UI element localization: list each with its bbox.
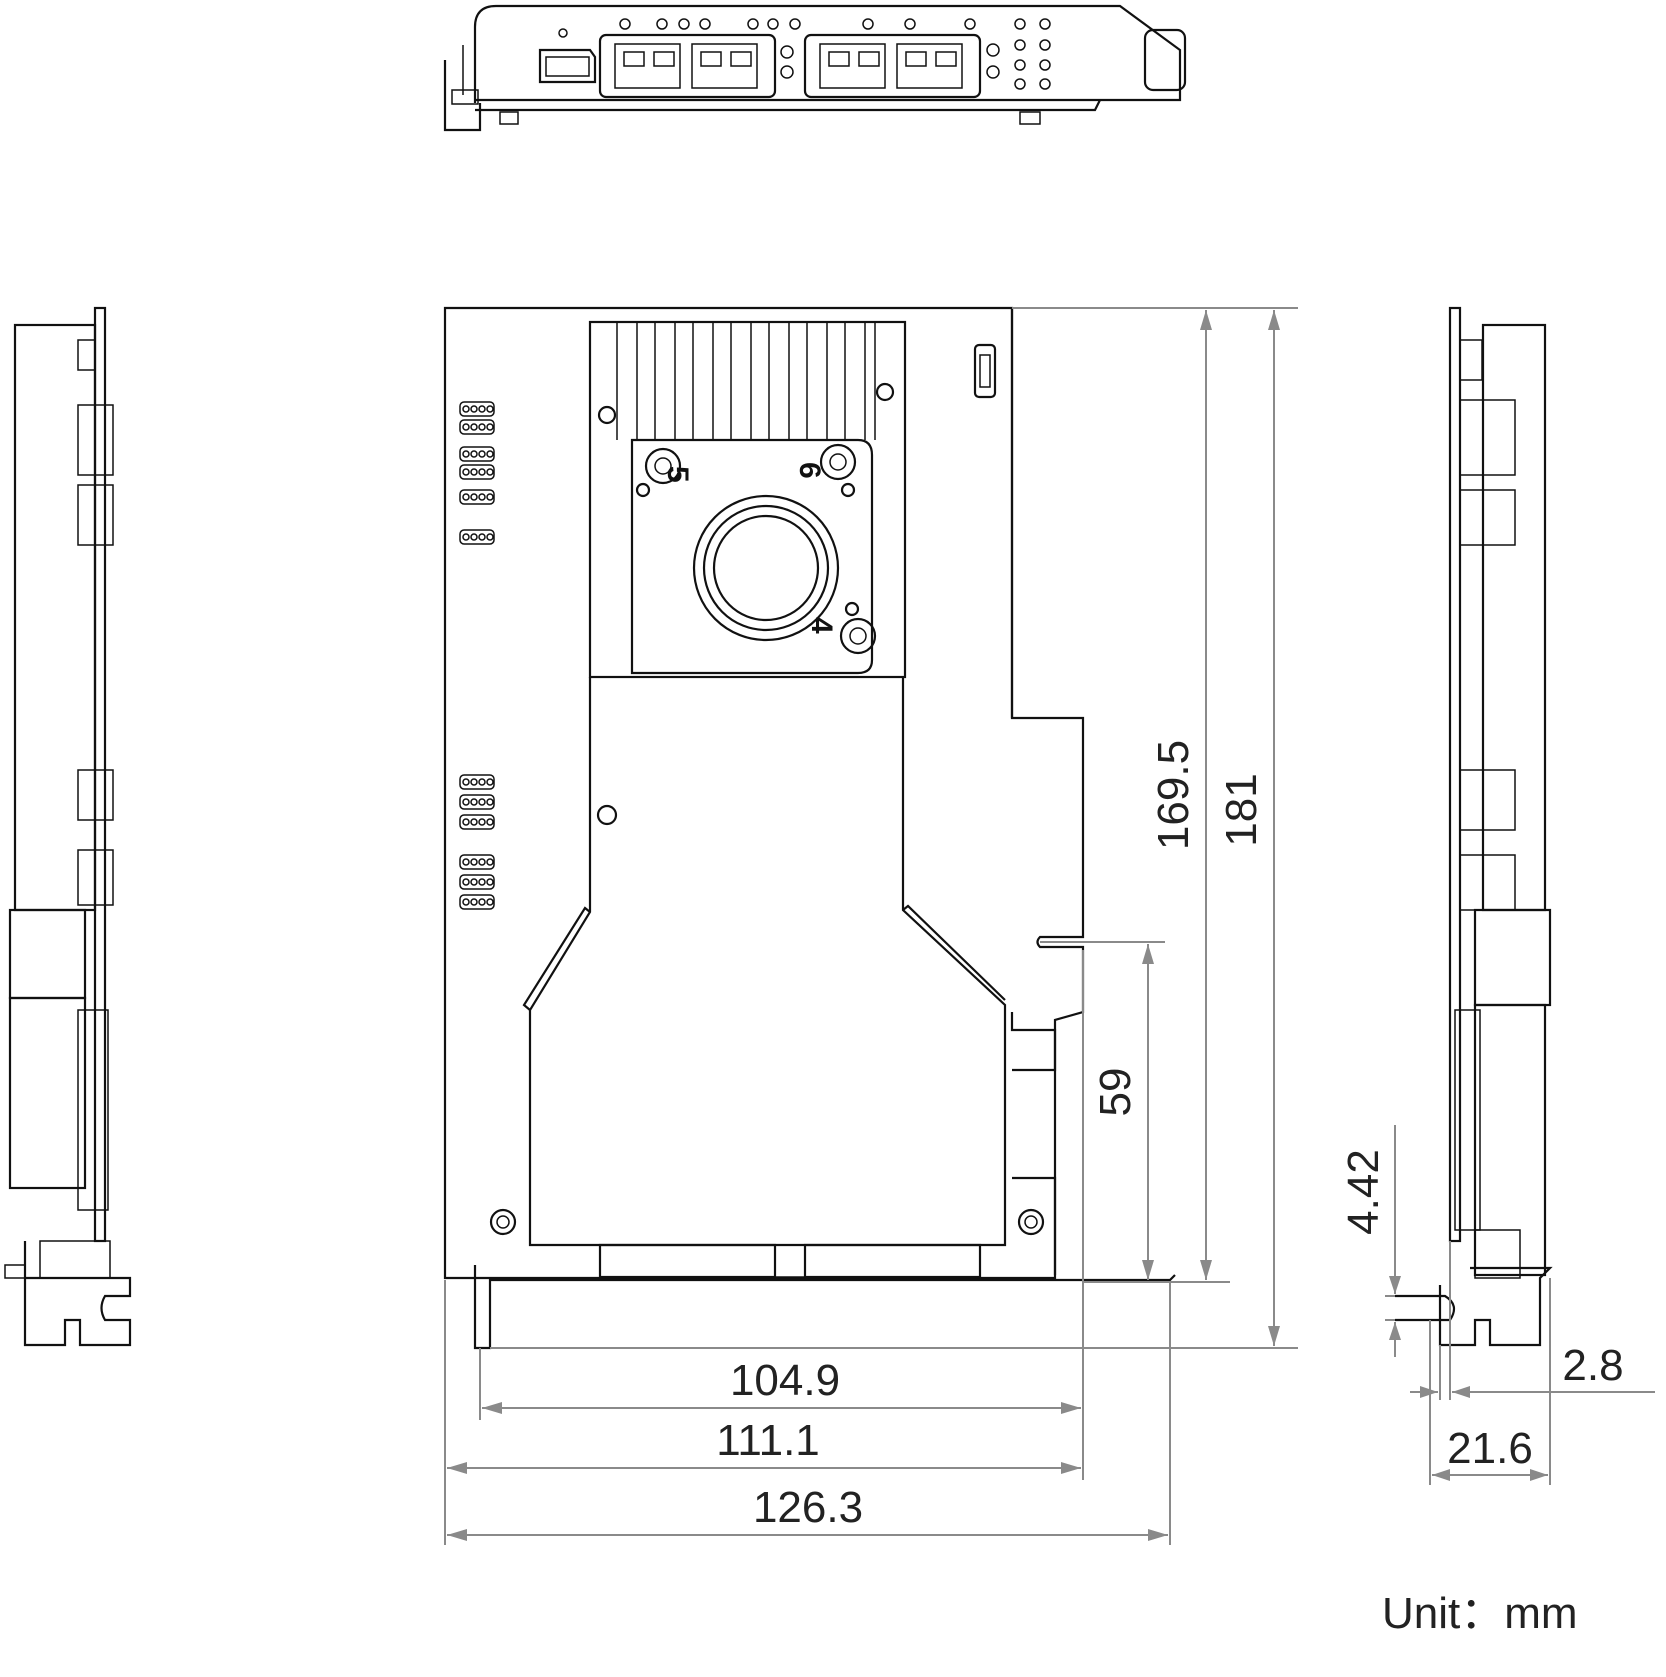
dim-label-126-3: 126.3 <box>753 1483 863 1532</box>
dim-label-181: 181 <box>1217 773 1266 846</box>
front-view-board: 5 6 4 <box>443 306 1176 1350</box>
dim-label-21-6: 21.6 <box>1447 1424 1533 1473</box>
dimension-lines <box>444 307 1655 1545</box>
dim-label-2-8: 2.8 <box>1562 1341 1623 1390</box>
top-view-bracket <box>443 4 1187 132</box>
right-side-view <box>1395 306 1553 1347</box>
dim-label-59: 59 <box>1091 1068 1140 1117</box>
dim-label-104-9: 104.9 <box>730 1356 840 1405</box>
connector-label-6: 6 <box>793 462 826 479</box>
dim-label-169-5: 169.5 <box>1149 740 1198 850</box>
dim-label-111-1: 111.1 <box>716 1416 820 1465</box>
left-side-view <box>4 306 132 1347</box>
connector-label-5: 5 <box>661 466 694 483</box>
dim-label-4-42: 4.42 <box>1339 1149 1388 1235</box>
connector-label-4: 4 <box>805 617 838 634</box>
unit-label: Unit：mm <box>1382 1589 1578 1638</box>
